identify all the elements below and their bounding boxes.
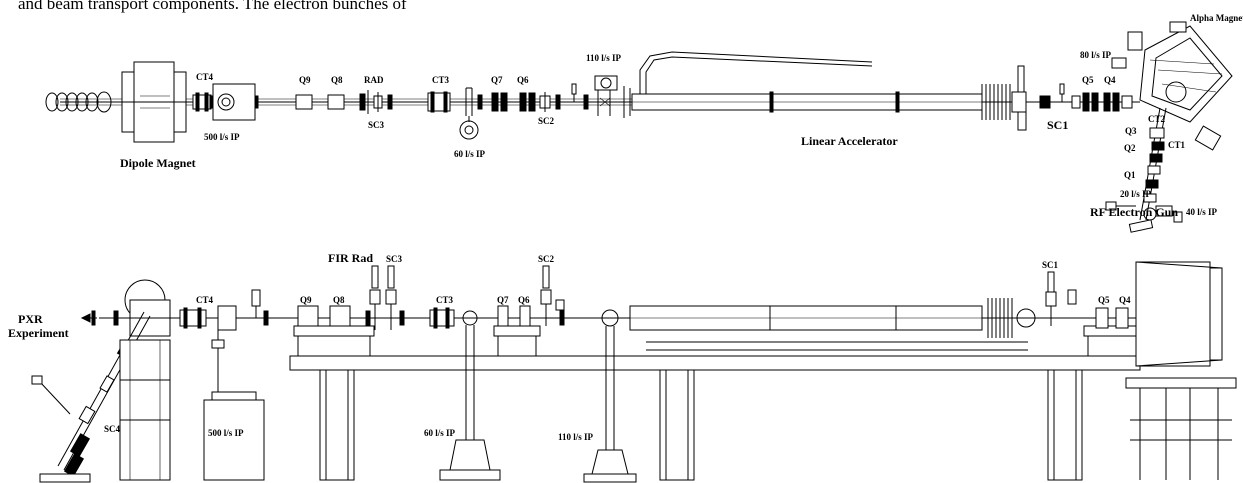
- ct4-top: [192, 83, 259, 121]
- sc4-label: SC4: [104, 424, 121, 434]
- q8-side-label: Q8: [333, 295, 345, 305]
- q7-side-label: Q7: [497, 295, 509, 305]
- pxr-label: PXR: [18, 312, 43, 326]
- pump-500-top-label: 500 l/s IP: [204, 132, 240, 142]
- sc1-side-label: SC1: [1042, 260, 1059, 270]
- pump-110-side: [583, 309, 637, 483]
- q9-top-label: Q9: [299, 75, 311, 85]
- alpha-magnet-side: [1125, 261, 1237, 480]
- q6-magnet-top: [519, 92, 527, 112]
- q9-q8-side: [293, 305, 375, 356]
- linac-fins: [981, 84, 1011, 120]
- pxr-stand: [119, 339, 171, 481]
- sc3-top-label: SC3: [368, 120, 385, 130]
- experiment-label: Experiment: [8, 326, 69, 340]
- fir-sc3-side: [365, 265, 405, 330]
- q6-side-label: Q6: [518, 295, 530, 305]
- pump-80-label: 80 l/s IP: [1080, 50, 1112, 60]
- pump-60-top-label: 60 l/s IP: [454, 149, 486, 159]
- sc2-top: [539, 92, 561, 112]
- pump-110-top-label: 110 l/s IP: [586, 53, 622, 63]
- sc2-side-label: SC2: [538, 254, 555, 264]
- q9-magnet-top: [295, 94, 313, 110]
- q8-top-label: Q8: [331, 75, 343, 85]
- q7-q6-side: [493, 305, 541, 356]
- sc3-side-label: SC3: [386, 254, 403, 264]
- q8-magnet-top: [327, 94, 345, 110]
- q7-top-label: Q7: [491, 75, 503, 85]
- sc2-top-label: SC2: [538, 116, 555, 126]
- dump-end: [45, 91, 112, 113]
- ct4-side: [179, 289, 269, 481]
- dipole-magnet-label: Dipole Magnet: [120, 156, 196, 170]
- sc4-arm: [39, 433, 91, 483]
- alpha-magnet: [1111, 21, 1233, 151]
- ct1-label: CT1: [1168, 140, 1186, 150]
- q5-top-label: Q5: [1082, 75, 1094, 85]
- ct3-top: [427, 87, 483, 140]
- pxr-chamber: [31, 279, 180, 471]
- pump-20-label: 20 l/s IP: [1120, 189, 1152, 199]
- ct3-top-label: CT3: [432, 75, 450, 85]
- side-view: PXR Experiment CT4 CT3 Q9 Q8 Q7 Q6 Q5 Q4…: [8, 251, 1237, 483]
- rf-gun-label: RF Electron Gun: [1090, 205, 1178, 219]
- q5-side-label: Q5: [1098, 295, 1110, 305]
- intro-text: and beam transport components. The elect…: [18, 0, 407, 13]
- pump-500-side-label: 500 l/s IP: [208, 428, 244, 438]
- pump-110-top: [571, 75, 618, 116]
- q7-magnet-top: [491, 92, 499, 112]
- linear-accelerator-label: Linear Accelerator: [801, 134, 898, 148]
- ct3-side: [429, 307, 501, 481]
- q2-label: Q2: [1124, 143, 1136, 153]
- ct3-side-label: CT3: [436, 295, 454, 305]
- pump-40-label: 40 l/s IP: [1186, 207, 1218, 217]
- rad-sc3-top: [359, 90, 393, 114]
- support-table: [289, 355, 1141, 481]
- pump-110-side-label: 110 l/s IP: [558, 432, 594, 442]
- sc1-q5-q4-side: [1045, 271, 1145, 356]
- ct2-label: CT2: [1148, 114, 1166, 124]
- dipole-magnet: [121, 61, 187, 143]
- linac-side: [629, 298, 1036, 351]
- alpha-magnet-label: Alpha Magnet: [1190, 13, 1243, 23]
- fir-rad-label: FIR Rad: [328, 251, 373, 265]
- gun-branch: [1105, 107, 1183, 233]
- pump-60-side-label: 60 l/s IP: [424, 428, 456, 438]
- linac-top: [623, 51, 1027, 131]
- sc1-top-label: SC1: [1047, 118, 1068, 132]
- q1-label: Q1: [1124, 170, 1136, 180]
- sc1-q5-q4-top: [1039, 83, 1133, 112]
- rad-label: RAD: [364, 75, 384, 85]
- q4-top-label: Q4: [1104, 75, 1116, 85]
- top-view: Alpha Magnet 80 l/s IP 110 l/s IP 500 l/…: [45, 13, 1243, 233]
- q6-top-label: Q6: [517, 75, 529, 85]
- sc2-side: [540, 265, 565, 326]
- ct4-top-label: CT4: [196, 72, 214, 82]
- q4-side-label: Q4: [1119, 295, 1131, 305]
- ct4-side-label: CT4: [196, 295, 214, 305]
- q9-side-label: Q9: [300, 295, 312, 305]
- q3-label: Q3: [1125, 126, 1137, 136]
